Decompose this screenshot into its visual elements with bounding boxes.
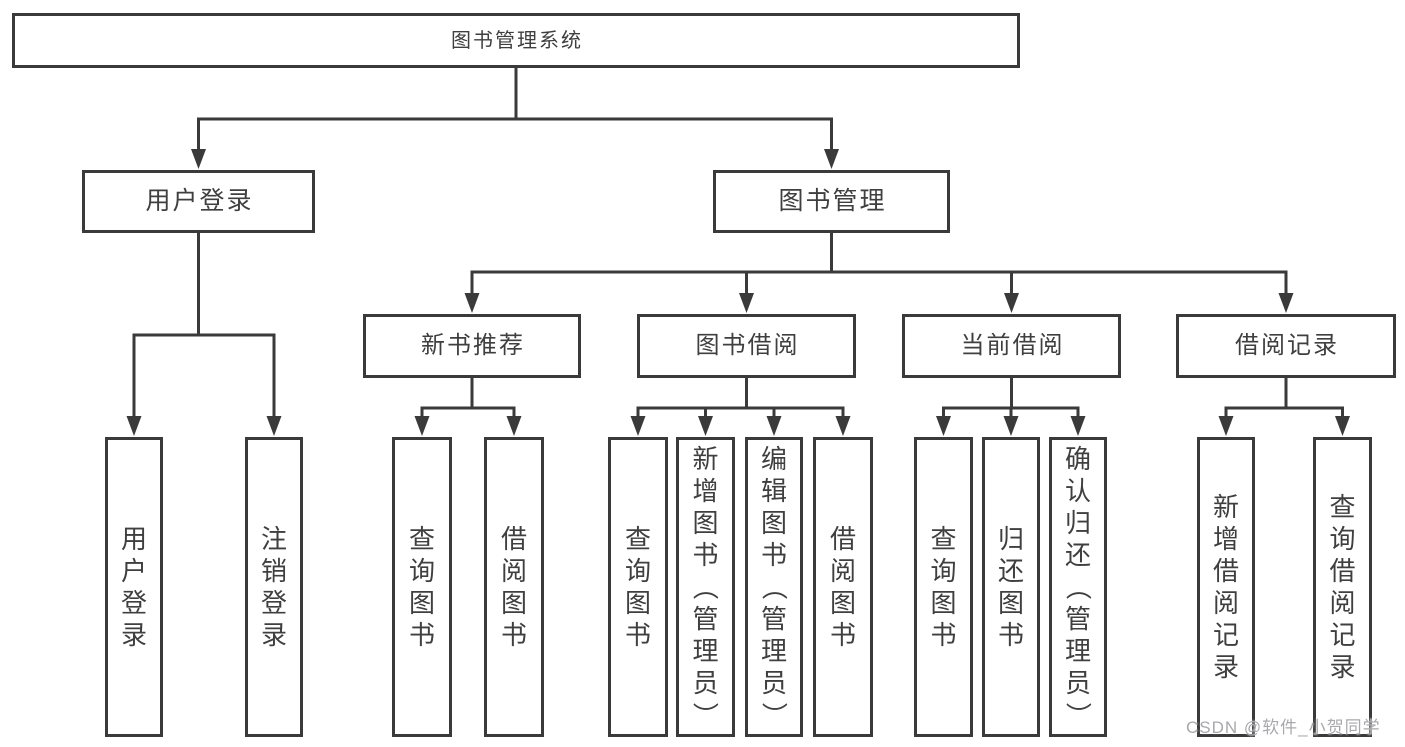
node-label: 查询图书 xyxy=(930,524,957,650)
edge-book-management xyxy=(464,231,1294,313)
arrowhead-icon xyxy=(1003,416,1019,436)
node-label: 当前借阅 xyxy=(960,332,1065,359)
node-leaf-recommend-borrow-books: 借阅图书 xyxy=(484,437,544,737)
arrowhead-icon xyxy=(191,149,206,169)
node-borrow-records: 借阅记录 xyxy=(1176,314,1396,378)
node-label: 图书借阅 xyxy=(695,332,800,359)
arrowhead-icon xyxy=(739,293,754,313)
node-leaf-user-login: 用户登录 xyxy=(105,437,163,737)
arrowhead-icon xyxy=(414,416,430,436)
node-label: 查询图书 xyxy=(624,524,651,650)
node-label: 注销登录 xyxy=(260,524,287,650)
edge-library-system xyxy=(191,66,839,169)
node-leaf-borrow-query-books: 查询图书 xyxy=(608,437,668,737)
node-label: 用户登录 xyxy=(145,187,254,215)
arrowhead-icon xyxy=(1218,416,1234,436)
arrowhead-icon xyxy=(1004,293,1019,313)
node-label: 新增借阅记录 xyxy=(1212,492,1239,682)
node-label: 借阅记录 xyxy=(1235,332,1339,359)
node-label: 图书管理 xyxy=(778,187,887,215)
node-label: 新书推荐 xyxy=(421,332,525,359)
arrowhead-icon xyxy=(766,416,782,436)
node-label: 用户登录 xyxy=(120,524,147,650)
arrowhead-icon xyxy=(266,416,282,436)
node-label: 借阅图书 xyxy=(500,524,527,650)
node-leaf-records-query-borrow-record: 查询借阅记录 xyxy=(1313,437,1372,737)
node-label: 归还图书 xyxy=(997,524,1024,650)
node-leaf-current-confirm-return-admin: 确认归还（管理员） xyxy=(1049,437,1107,737)
node-user-login: 用户登录 xyxy=(82,170,315,233)
arrowhead-icon xyxy=(824,149,839,169)
node-label: 新增图书（管理员） xyxy=(690,444,721,729)
arrowhead-icon xyxy=(936,416,951,436)
node-leaf-borrow-add-books-admin: 新增图书（管理员） xyxy=(676,437,735,737)
arrowhead-icon xyxy=(1070,416,1086,436)
arrowhead-icon xyxy=(630,416,646,436)
node-library-system: 图书管理系统 xyxy=(12,13,1020,68)
node-leaf-current-return-books: 归还图书 xyxy=(982,437,1040,737)
watermark: CSDN @软件_小贺同学 xyxy=(1186,718,1381,737)
node-leaf-borrow-borrow-books: 借阅图书 xyxy=(813,437,873,737)
node-new-book-recommend: 新书推荐 xyxy=(363,314,581,378)
node-current-borrow: 当前借阅 xyxy=(902,314,1121,378)
arrowhead-icon xyxy=(1278,293,1294,313)
edge-user-login xyxy=(126,231,282,436)
arrowhead-icon xyxy=(506,416,522,436)
node-label: 图书管理系统 xyxy=(451,29,583,52)
node-label: 查询图书 xyxy=(408,524,435,650)
edge-book-borrow xyxy=(630,376,851,436)
node-label: 借阅图书 xyxy=(829,524,856,650)
node-leaf-recommend-query-books: 查询图书 xyxy=(392,437,452,737)
arrowhead-icon xyxy=(835,416,851,436)
node-label: 编辑图书（管理员） xyxy=(758,444,789,729)
node-leaf-current-query-books: 查询图书 xyxy=(914,437,973,737)
arrowhead-icon xyxy=(1335,416,1350,436)
arrowhead-icon xyxy=(698,416,713,436)
node-book-borrow: 图书借阅 xyxy=(637,314,856,378)
edge-current-borrow xyxy=(936,376,1086,436)
node-book-management: 图书管理 xyxy=(713,170,950,233)
arrowhead-icon xyxy=(126,416,142,436)
node-leaf-records-add-borrow-record: 新增借阅记录 xyxy=(1197,437,1255,737)
arrowhead-icon xyxy=(464,293,480,313)
node-label: 确认归还（管理员） xyxy=(1062,444,1093,729)
edge-borrow-records xyxy=(1218,376,1350,436)
edge-new-book-recommend xyxy=(414,376,522,436)
node-label: 查询借阅记录 xyxy=(1329,492,1356,682)
node-leaf-logout: 注销登录 xyxy=(245,437,303,737)
node-leaf-borrow-edit-books-admin: 编辑图书（管理员） xyxy=(745,437,803,737)
